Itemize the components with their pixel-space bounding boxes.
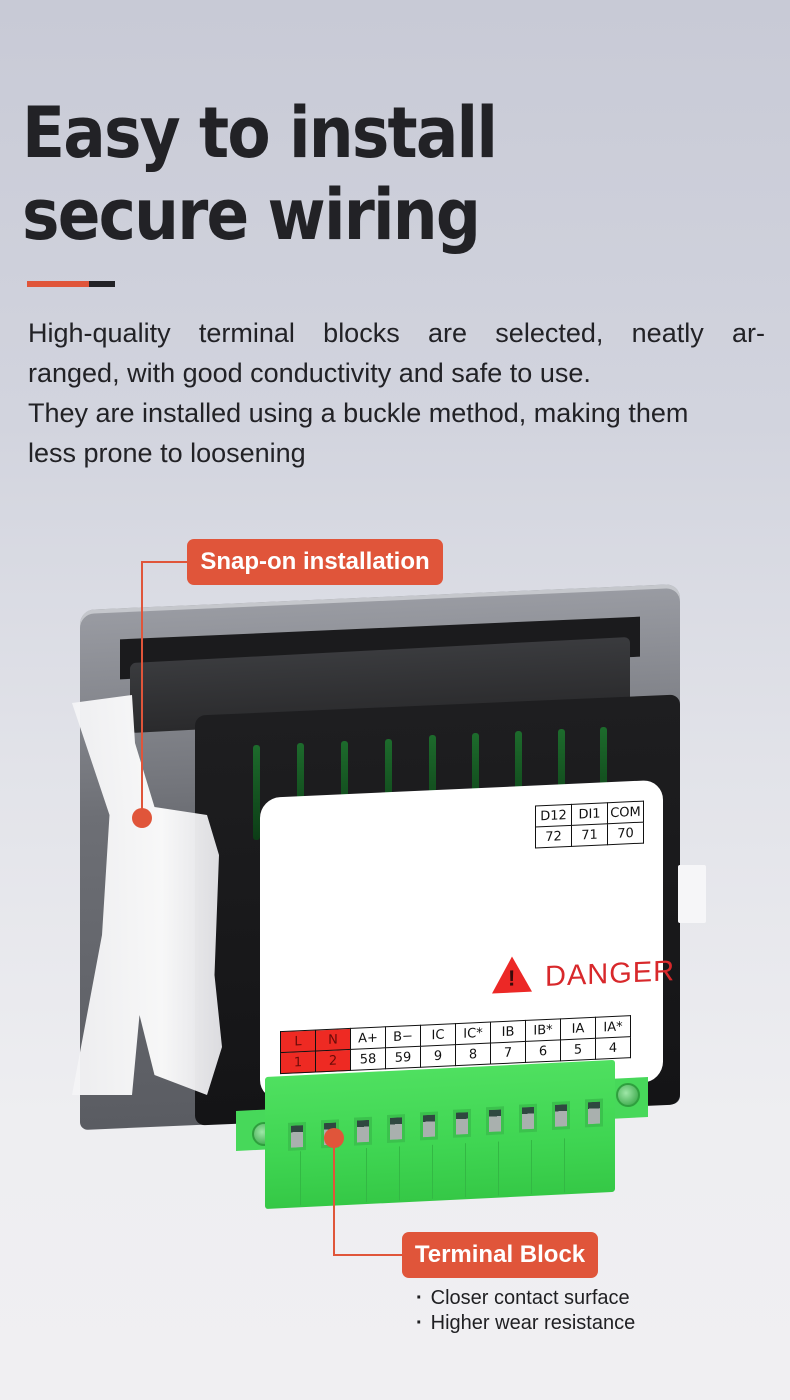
wiring-label: D12 DI1 COM 72 71 70 ! DANGER L N A+ B− …	[260, 779, 675, 1100]
title-line-2: secure wiring	[22, 174, 481, 256]
terminal-label: L	[280, 1029, 316, 1053]
description-line: ranged, with good conductivity and safe …	[28, 358, 591, 388]
terminal-number: 58	[350, 1047, 386, 1071]
title-accent-bar	[27, 281, 115, 287]
vent-fin	[600, 727, 607, 822]
terminal-slot	[585, 1098, 603, 1128]
terminal-divider	[432, 1144, 433, 1199]
terminal-number: 2	[315, 1049, 351, 1072]
snap-on-callout: Snap-on installation	[187, 539, 443, 585]
terminal-label: IB	[490, 1020, 526, 1044]
terminal-label: A+	[350, 1026, 386, 1050]
terminal-slot	[288, 1121, 306, 1151]
vent-fin	[515, 731, 522, 826]
snap-on-leader-vertical	[141, 561, 143, 818]
terminal-divider	[531, 1139, 532, 1194]
terminal-slot	[420, 1111, 438, 1141]
terminal-label: IC*	[455, 1022, 491, 1045]
screw-icon	[616, 1083, 640, 1107]
accent-bar-dark	[89, 281, 115, 287]
terminal-number: 6	[525, 1039, 561, 1063]
terminal-slot	[486, 1106, 504, 1136]
description-line: less prone to loosening	[28, 438, 306, 468]
terminal-number: 7	[490, 1041, 526, 1065]
terminal-features-list: Closer contact surface Higher wear resis…	[416, 1286, 636, 1336]
terminal-label: IB*	[525, 1018, 561, 1042]
snap-on-clip-right	[678, 865, 706, 923]
terminal-slot	[354, 1116, 372, 1146]
terminal-number: 9	[420, 1044, 456, 1068]
terminal-label: COM	[607, 801, 644, 824]
terminal-slot	[387, 1114, 405, 1144]
terminal-label: IA*	[595, 1015, 631, 1039]
terminal-divider	[300, 1151, 301, 1206]
vent-fin	[472, 733, 479, 828]
description-line: High-quality terminal blocks are selecte…	[28, 318, 765, 348]
vent-fin	[558, 729, 565, 824]
terminal-label: B−	[385, 1025, 421, 1048]
warning-symbol: !	[508, 965, 516, 991]
terminal-number: 4	[595, 1036, 631, 1060]
description: High-quality terminal blocks are selecte…	[28, 313, 765, 473]
terminal-label: IC	[420, 1023, 456, 1047]
terminal-slot	[519, 1103, 537, 1133]
snap-on-leader-horizontal	[141, 561, 188, 563]
terminal-number: 5	[560, 1038, 596, 1061]
terminal-number: 8	[455, 1043, 491, 1066]
terminal-block	[265, 1059, 615, 1209]
vent-fin	[297, 743, 304, 838]
danger-text: DANGER	[545, 955, 676, 994]
snap-on-marker-dot	[132, 808, 152, 828]
title-line-1: Easy to install	[22, 92, 498, 174]
vent-fin	[253, 745, 260, 840]
terminal-label: DI1	[571, 802, 608, 826]
aux-terminal-table: D12 DI1 COM 72 71 70	[535, 801, 644, 849]
terminal-divider	[498, 1141, 499, 1196]
terminal-divider	[366, 1148, 367, 1203]
vent-fin	[429, 735, 436, 830]
terminal-divider	[465, 1143, 466, 1198]
terminal-number: 70	[607, 822, 644, 845]
terminal-label: N	[315, 1028, 351, 1051]
vent-fin	[341, 741, 348, 836]
description-line: They are installed using a buckle method…	[28, 398, 689, 428]
vent-fin	[385, 739, 392, 834]
terminal-number: 1	[280, 1050, 316, 1074]
page-title: Easy to install secure wiring	[22, 92, 498, 256]
terminal-divider	[399, 1146, 400, 1201]
terminal-number: 71	[571, 823, 608, 847]
warning-triangle-icon: !	[492, 955, 532, 994]
accent-bar-orange	[27, 281, 89, 287]
terminal-label: D12	[535, 804, 572, 827]
terminal-slot	[552, 1101, 570, 1130]
terminal-slot	[453, 1108, 471, 1138]
terminal-leader-horizontal	[333, 1254, 403, 1256]
terminal-number: 72	[535, 825, 572, 848]
terminal-leader-vertical	[333, 1138, 335, 1255]
terminal-block-callout: Terminal Block	[402, 1232, 598, 1278]
terminal-label: IA	[560, 1017, 596, 1040]
feature-item: Closer contact surface	[416, 1286, 635, 1311]
terminal-divider	[564, 1138, 565, 1193]
feature-item: Higher wear resistance	[416, 1311, 636, 1336]
terminal-number: 59	[385, 1046, 421, 1069]
